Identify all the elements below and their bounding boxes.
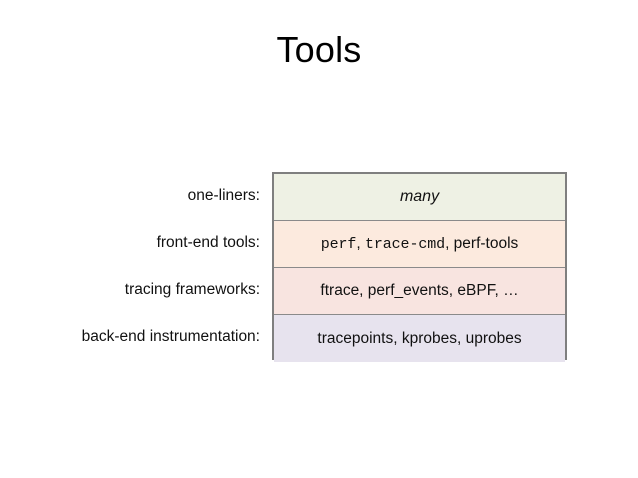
stack-row-back-end-instrumentation: tracepoints, kprobes, uprobes [274,315,565,362]
tracing-tools-stack: many perf, trace-cmd, perf-tools ftrace,… [272,172,567,362]
stack-row-one-liners: many [274,174,565,221]
stack-value-tracing-frameworks: ftrace, perf_events, eBPF, … [320,282,519,299]
tool-name-perf-tools: , perf-tools [445,235,519,252]
stack-value-back-end-instrumentation: tracepoints, kprobes, uprobes [317,329,522,347]
separator-comma-1: , [356,235,365,252]
stack-label-column: one-liners: front-end tools: tracing fra… [20,172,266,360]
tool-name-perf: perf [320,236,357,253]
stack-row-front-end-tools: perf, trace-cmd, perf-tools [274,221,565,268]
stack-label-tracing-frameworks: tracing frameworks: [124,280,260,298]
page-title: Tools [276,29,362,70]
stack-label-front-end-tools: front-end tools: [156,233,260,251]
stack-value-front-end-tools: perf, trace-cmd, perf-tools [321,235,519,253]
stack-label-back-end-instrumentation: back-end instrumentation: [81,327,260,345]
tool-name-trace-cmd: trace-cmd [364,236,446,253]
stack-row-tracing-frameworks: ftrace, perf_events, eBPF, … [274,268,565,315]
stack-label-one-liners: one-liners: [187,186,260,204]
stack-value-one-liners: many [399,188,440,205]
